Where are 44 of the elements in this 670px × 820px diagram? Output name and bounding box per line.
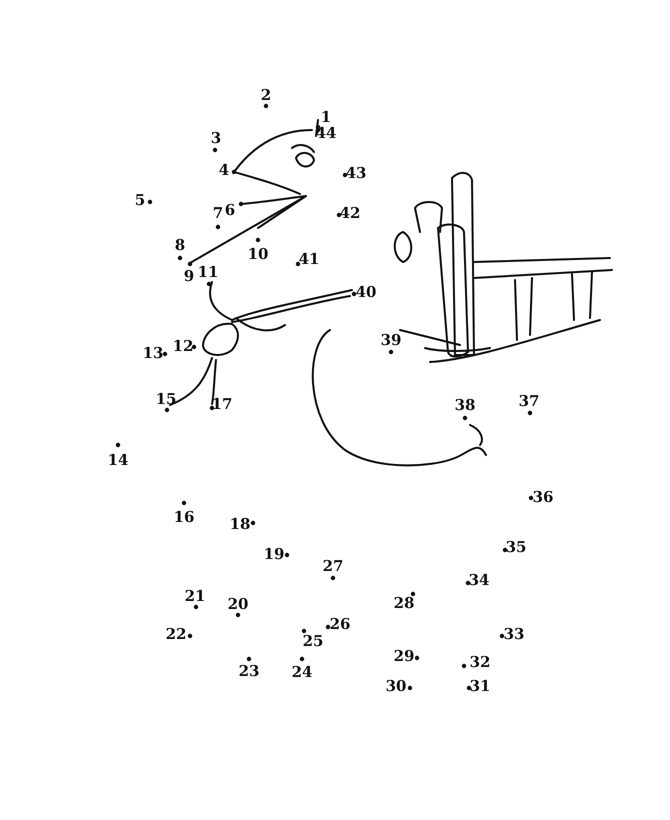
dot-number: 17: [212, 396, 232, 412]
dot-number: 36: [532, 489, 554, 505]
dot-number: 8: [174, 237, 186, 253]
dot-number: 6: [224, 202, 236, 218]
dot-number: 4: [218, 162, 230, 178]
dot-number: 13: [142, 345, 164, 361]
dot-number: 20: [228, 596, 248, 612]
dot-number: 40: [356, 284, 376, 300]
dot-number: 42: [340, 205, 360, 221]
dot-number: 28: [394, 595, 414, 611]
dot-number: 23: [238, 663, 260, 679]
dot-number: 33: [504, 626, 524, 642]
dot-number: 24: [292, 664, 312, 680]
dot-number: 43: [346, 165, 366, 181]
dot-number: 1: [320, 109, 332, 125]
dot-number: 37: [518, 393, 540, 409]
dot-number: 7: [212, 205, 224, 221]
dot-number: 5: [134, 192, 146, 208]
dot-number: 16: [174, 509, 194, 525]
dot-number: 26: [330, 616, 350, 632]
dot-number: 32: [470, 654, 490, 670]
dot-number: 21: [184, 588, 206, 604]
dot-number: 30: [386, 678, 406, 694]
dot-number: 38: [454, 397, 476, 413]
dot-number: 41: [298, 251, 320, 267]
dot-number: 31: [470, 678, 490, 694]
dot-number: 25: [302, 633, 324, 649]
dot-number: 34: [468, 572, 490, 588]
dot-number: 3: [210, 130, 222, 146]
dot-number: 9: [184, 268, 194, 284]
dot-number: 29: [394, 648, 414, 664]
dot-number: 2: [260, 87, 272, 103]
dot-number: 44: [316, 125, 336, 141]
dot-number: 35: [506, 539, 526, 555]
dot-number: 18: [230, 516, 250, 532]
dot-number: 12: [172, 338, 194, 354]
dot-number: 14: [108, 452, 128, 468]
dot-number: 11: [198, 264, 218, 280]
dot-number: 10: [248, 246, 268, 262]
dot-number: 27: [322, 558, 344, 574]
dot-number: 22: [166, 626, 186, 642]
dot-number: 19: [264, 546, 284, 562]
dot-number: 15: [156, 391, 176, 407]
dot-number: 39: [380, 332, 402, 348]
